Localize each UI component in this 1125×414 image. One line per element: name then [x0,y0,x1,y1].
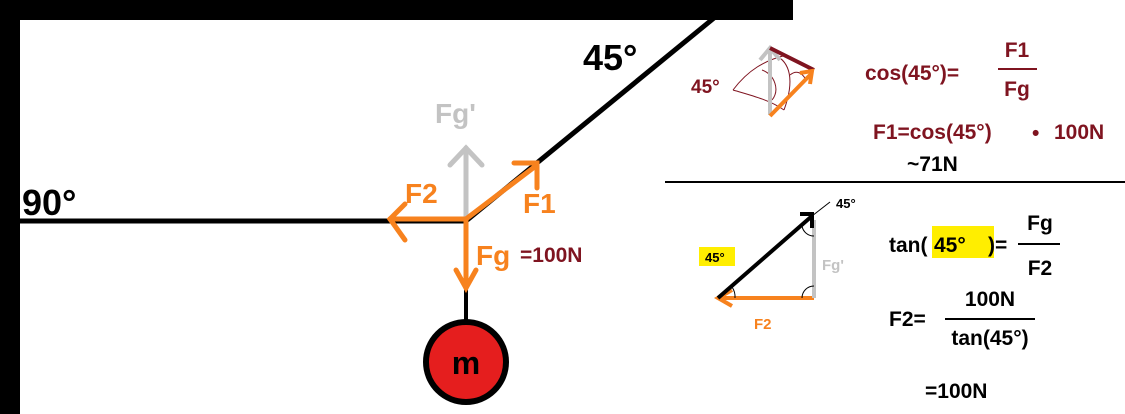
label-fg: Fg [476,240,510,271]
mass-circle [423,319,509,405]
f1-formula: F1=cos(45°) [873,121,992,144]
highlight-angle-left [699,247,735,266]
mass-label: m [452,345,480,381]
label-fg-value: =100N [520,244,582,267]
f2-lhs: F2= [889,308,926,331]
triangle-side-fg-prime: Fg' [822,257,844,274]
f2-denominator: tan(45°) [951,327,1028,350]
force-arrow-fg-prime [447,144,485,224]
left-wall [0,0,20,414]
tan-numerator: Fg [1027,212,1053,235]
f1-result: ~71N [907,153,958,176]
tan-arg: 45° [934,234,966,257]
upper-sketch: 45° [691,44,815,118]
cos-equation-lhs: cos(45°)= [865,62,959,85]
force-arrow-f2 [386,201,469,243]
f1-times: • [1032,122,1039,145]
tan-suffix: )= [988,234,1007,257]
cos-equation-denominator: Fg [1004,78,1030,101]
force-arrow-f1 [463,160,540,222]
label-fg-prime: Fg' [435,98,476,129]
force-arrow-fg [453,218,479,294]
triangle-side-f2: F2 [754,316,772,333]
angle-label-45: 45° [583,37,637,78]
triangle-angle-left: 45° [705,250,725,265]
ceiling-bar [0,0,793,20]
lower-triangle [699,201,831,308]
highlight-tan-arg [932,226,994,258]
f2-numerator: 100N [965,288,1015,311]
triangle-angle-top: 45° [836,196,856,211]
tan-prefix: tan( [889,234,928,257]
label-f1: F1 [523,188,556,219]
label-f2: F2 [405,178,438,209]
tan-denominator: F2 [1028,257,1053,280]
cos-equation-numerator: F1 [1005,39,1030,62]
f2-result: =100N [925,380,987,403]
angle-label-90: 90° [22,182,76,223]
f1-value: 100N [1054,121,1104,144]
upper-sketch-angle: 45° [691,77,720,98]
